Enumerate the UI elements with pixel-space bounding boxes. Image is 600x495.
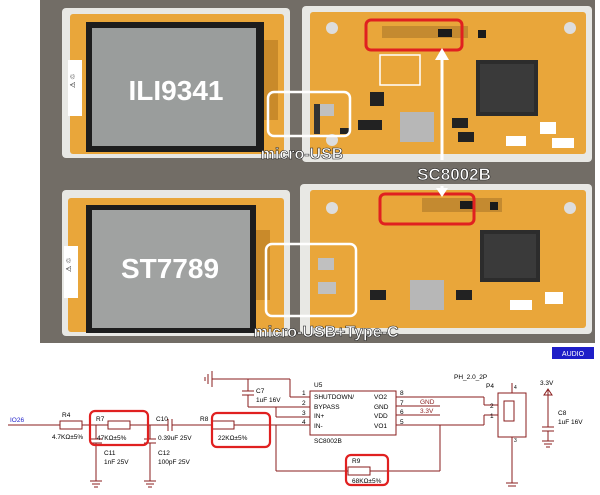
r9-name: R9	[352, 458, 361, 465]
audio-schematic: AUDIO	[8, 347, 594, 488]
u5-part: SC8002B	[314, 438, 342, 445]
c12-value: 100pF 25V	[158, 459, 190, 466]
r7-name: R7	[96, 416, 105, 423]
r8-highlight	[210, 411, 272, 449]
p4-name: P4	[486, 383, 494, 390]
c10-value: 0.39uF 25V	[158, 435, 192, 442]
p4-pin4: 4	[514, 385, 517, 391]
u5-inp-pin: IN+	[314, 413, 325, 420]
u5-vdd-pin: VDD	[374, 413, 388, 420]
bottom-right-board	[300, 184, 592, 334]
net-33v: 3.3V	[420, 408, 434, 415]
top-port-box	[266, 90, 352, 138]
net-io26: IO26	[10, 417, 24, 424]
c12-name: C12	[158, 450, 170, 457]
u5-pin7: 7	[400, 400, 404, 407]
arrow-down-icon	[436, 186, 448, 197]
u5-pin2: 2	[302, 400, 306, 407]
u5-inn-pin: IN-	[314, 423, 323, 430]
c11-name: C11	[104, 450, 116, 457]
power-33v: 3.3V	[540, 380, 554, 387]
c7-value: 1uF 16V	[256, 397, 281, 404]
c11-value: 1nF 25V	[104, 459, 129, 466]
bottom-sc8002b-box	[378, 192, 476, 226]
u5-pin6: 6	[400, 409, 404, 416]
bottom-left-board: ⚠ ♲ ST7789	[62, 190, 290, 336]
r9-highlight	[344, 453, 390, 487]
r4-value: 4.7KΩ±5%	[52, 434, 83, 441]
u5-bypass-pin: BYPASS	[314, 404, 340, 411]
u5-pin4: 4	[302, 419, 306, 426]
warning-icon: ⚠ ♲	[69, 74, 77, 89]
r7-highlight	[88, 409, 150, 447]
p4-part: PH_2.0_2P	[454, 374, 487, 381]
u5-shutdown-pin: SHUTDOWN/	[314, 394, 354, 401]
u5-pin3: 3	[302, 410, 306, 417]
r9-value: 68KΩ±5%	[352, 478, 382, 485]
p4-pin3: 3	[514, 438, 517, 444]
top-right-board	[302, 6, 592, 162]
label-sc8002b: SC8002B	[417, 165, 491, 184]
board-photo: ⚠ ♲ ILI9341	[40, 0, 595, 343]
u5-pin1: 1	[302, 390, 306, 397]
bottom-port-box	[264, 242, 358, 318]
chip-label-ili9341: ILI9341	[129, 75, 224, 106]
u5-pin5: 5	[400, 419, 404, 426]
u5-pin8: 8	[400, 390, 404, 397]
warning-icon-2: ⚠ ♲	[65, 258, 73, 273]
arrow-up-icon	[435, 48, 449, 160]
p4-pin2: 2	[490, 403, 494, 410]
u5-name: U5	[314, 382, 323, 389]
r7-value: 47KΩ±5%	[97, 435, 127, 442]
c8-name: C8	[558, 410, 567, 417]
r8-name: R8	[200, 416, 209, 423]
top-sc8002b-box	[364, 18, 464, 52]
net-gnd: GND	[420, 399, 435, 406]
u5-vo1-pin: VO1	[374, 423, 387, 430]
c10-name: C10	[156, 416, 168, 423]
audio-badge: AUDIO	[562, 351, 585, 358]
r8-value: 22KΩ±5%	[218, 435, 248, 442]
p4-pin1: 1	[490, 413, 494, 420]
label-micro-usb: micro-USB	[261, 146, 344, 163]
label-micro-usb-type-c: micro-USB+Type-C	[253, 324, 399, 341]
r4-name: R4	[62, 412, 71, 419]
u5-vo2-pin: VO2	[374, 394, 387, 401]
top-left-board: ⚠ ♲ ILI9341	[62, 8, 290, 158]
chip-label-st7789: ST7789	[121, 253, 219, 284]
c8-value: 1uF 16V	[558, 419, 583, 426]
u5-gnd-pin: GND	[374, 404, 389, 411]
c7-name: C7	[256, 388, 265, 395]
